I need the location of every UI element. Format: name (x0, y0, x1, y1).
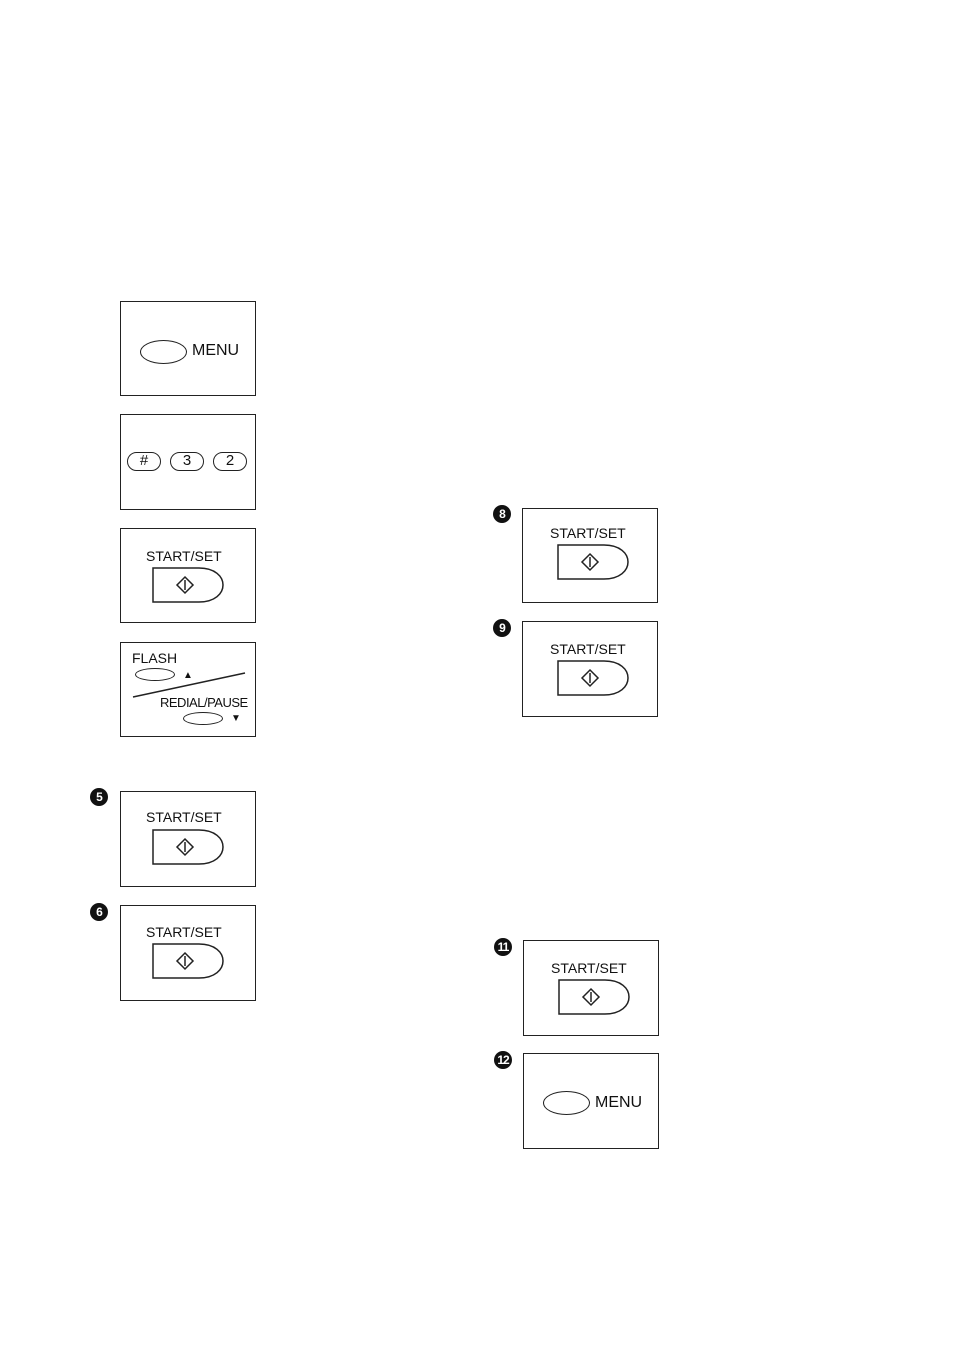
start-set-button[interactable] (151, 942, 231, 980)
start-set-label: START/SET (146, 548, 222, 564)
start-set-button[interactable] (556, 543, 636, 581)
start-set-panel-1: START/SET (120, 528, 256, 623)
start-set-label: START/SET (146, 809, 222, 825)
redial-pause-label: REDIAL/PAUSE (160, 695, 248, 710)
step-number-12: 12 (494, 1051, 512, 1069)
start-set-panel-6: START/SET (120, 905, 256, 1001)
down-arrow-icon: ▼ (231, 713, 241, 724)
start-set-panel-8: START/SET (522, 508, 658, 603)
start-set-button[interactable] (151, 828, 231, 866)
digit-3-key[interactable]: 3 (170, 452, 204, 471)
flash-label: FLASH (132, 650, 177, 666)
menu-button[interactable] (140, 340, 187, 364)
start-set-label: START/SET (550, 525, 626, 541)
flash-redial-panel: FLASH ▲ REDIAL/PAUSE ▼ (120, 642, 256, 737)
start-set-label: START/SET (146, 924, 222, 940)
menu-label: MENU (192, 342, 239, 360)
dial-keys-panel: # 3 2 (120, 414, 256, 510)
start-set-panel-9: START/SET (522, 621, 658, 717)
hash-key[interactable]: # (127, 452, 161, 471)
digit-2-key[interactable]: 2 (213, 452, 247, 471)
menu-panel-12: MENU (523, 1053, 659, 1149)
step-number-11: 11 (494, 938, 512, 956)
menu-panel-1: MENU (120, 301, 256, 396)
start-set-button[interactable] (151, 566, 231, 604)
start-set-button[interactable] (556, 659, 636, 697)
start-set-button[interactable] (557, 978, 637, 1016)
step-number-6: 6 (90, 903, 108, 921)
menu-label: MENU (595, 1094, 642, 1112)
start-set-panel-11: START/SET (523, 940, 659, 1036)
menu-button[interactable] (543, 1091, 590, 1115)
start-set-panel-5: START/SET (120, 791, 256, 887)
start-set-label: START/SET (551, 960, 627, 976)
step-number-9: 9 (493, 619, 511, 637)
step-number-5: 5 (90, 788, 108, 806)
step-number-8: 8 (493, 505, 511, 523)
start-set-label: START/SET (550, 641, 626, 657)
redial-pause-button[interactable] (183, 712, 223, 725)
